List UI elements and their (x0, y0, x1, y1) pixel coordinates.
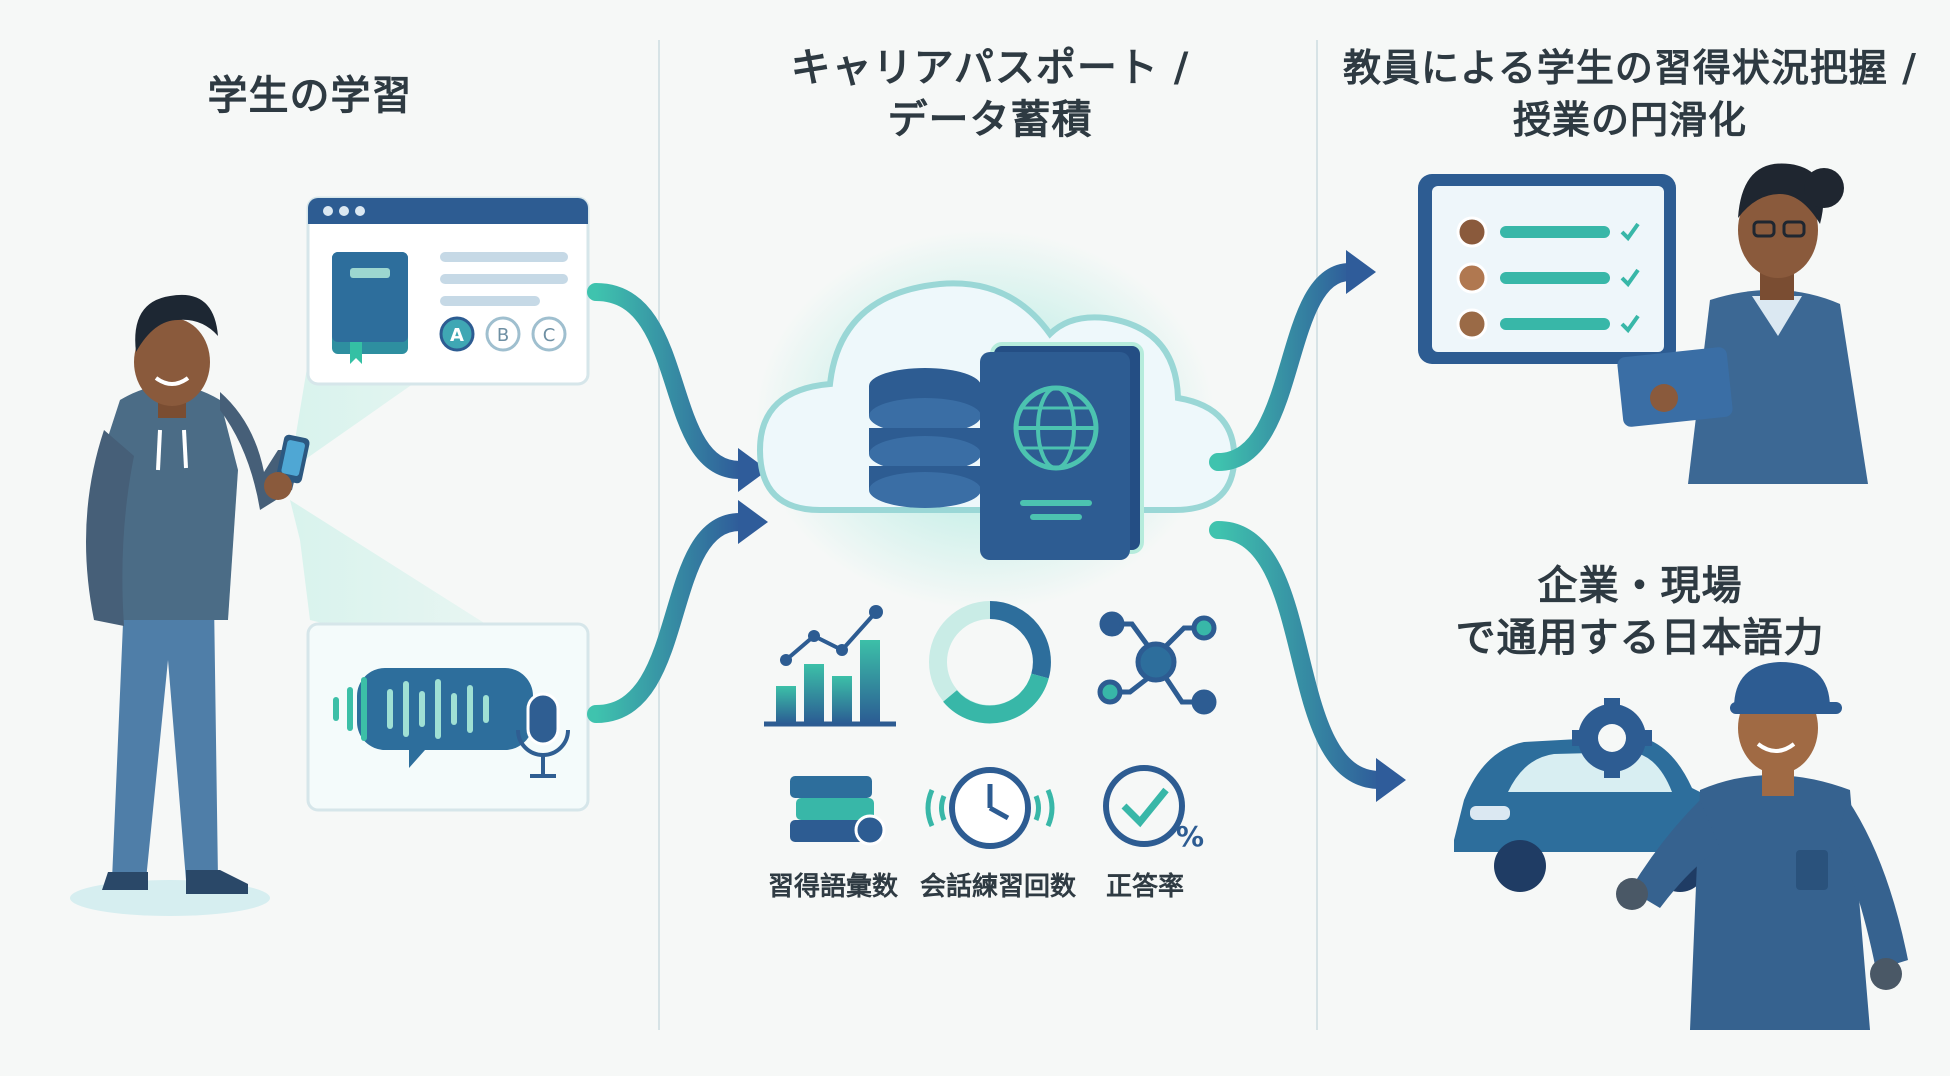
mechanic-figure (1616, 662, 1908, 1030)
section-divider-left (658, 40, 660, 1030)
voice-practice-card (306, 622, 590, 812)
career-passport-title: キャリアパスポート / データ蓄積 (700, 42, 1280, 146)
arrow-voice-to-cloud (587, 500, 768, 723)
passport-icon (980, 342, 1144, 560)
sound-wave-icon (333, 677, 489, 741)
network-nodes-icon (1097, 611, 1217, 715)
workplace-title-line1: 企業・現場 (1537, 563, 1743, 609)
speech-bubble-icon (357, 668, 533, 768)
book-icon (332, 252, 408, 364)
check-percent-icon: % (1103, 765, 1204, 853)
gear-wrench-icon (1572, 698, 1652, 778)
teacher-figure (1617, 163, 1868, 484)
arrow-cloud-to-teacher (1209, 250, 1376, 471)
metric-label-vocabulary: 習得語彙数 (767, 872, 898, 902)
career-passport-title-line1: キャリアパスポート / (790, 45, 1190, 91)
donut-chart-icon (929, 601, 1051, 724)
student-learning-title: 学生の学習 (207, 73, 413, 119)
section-divider-right (1316, 40, 1318, 1030)
student-figure (70, 294, 310, 916)
tablet-dashboard (1418, 174, 1676, 364)
student-row-2 (1456, 262, 1640, 294)
workplace-title: 企業・現場 で通用する日本語力 (1420, 560, 1860, 664)
student-row-3 (1456, 308, 1640, 340)
quiz-option-c: C (531, 316, 567, 352)
metric-label-accuracy: 正答率 (1105, 872, 1184, 902)
arrow-quiz-to-cloud (587, 283, 768, 492)
quiz-option-b-label: B (497, 325, 509, 346)
books-icon (790, 776, 886, 846)
microphone-icon (516, 692, 570, 778)
quiz-option-b: B (485, 316, 521, 352)
database-icon (869, 368, 981, 508)
arrow-cloud-to-workplace (1209, 521, 1406, 802)
teacher-title-line1: 教員による学生の習得状況把握 / (1343, 46, 1917, 90)
metric-label-conversation-count: 会話練習回数 (919, 872, 1076, 902)
bar-chart-icon (764, 605, 896, 727)
student-row-1 (1456, 216, 1640, 248)
career-passport-title-line2: データ蓄積 (887, 97, 1093, 143)
teacher-title-line2: 授業の円滑化 (1512, 98, 1747, 142)
quiz-option-a-label: A (450, 325, 464, 346)
svg-text:%: % (1176, 820, 1204, 853)
quiz-option-c-label: C (543, 325, 556, 346)
quiz-option-a: A (439, 316, 475, 352)
clock-icon (925, 767, 1055, 849)
workplace-title-line2: で通用する日本語力 (1455, 615, 1825, 661)
quiz-card (306, 196, 590, 386)
teacher-title: 教員による学生の習得状況把握 / 授業の円滑化 (1320, 42, 1940, 146)
